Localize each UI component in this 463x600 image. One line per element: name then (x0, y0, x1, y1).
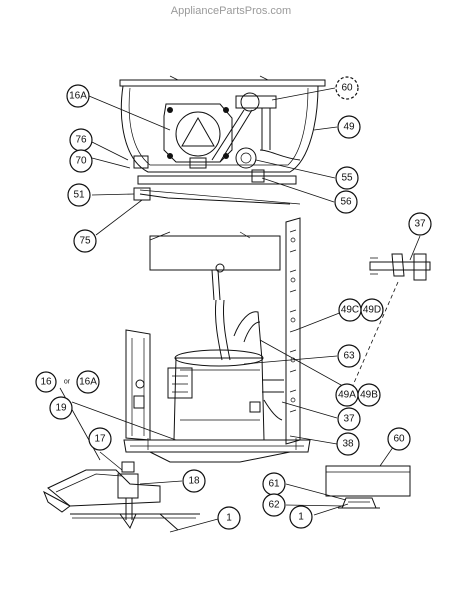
callout-16A-top: 16A (66, 84, 90, 108)
svg-text:17: 17 (94, 434, 106, 445)
callout-56: 56 (334, 190, 358, 214)
or-label: or (64, 379, 71, 386)
watermark-text: AppliancePartsPros.com (171, 5, 291, 17)
svg-text:16A: 16A (79, 377, 97, 388)
svg-text:76: 76 (75, 135, 87, 146)
callout-38: 38 (336, 432, 360, 456)
callout-61: 61 (262, 472, 286, 496)
callout-1-right: 1 (289, 505, 313, 529)
callout-16: 16 (35, 371, 57, 393)
svg-text:18: 18 (188, 476, 200, 487)
callout-37-top: 37 (408, 212, 432, 236)
callout-18: 18 (182, 469, 206, 493)
svg-text:16: 16 (40, 377, 52, 388)
callout-70: 70 (69, 149, 93, 173)
callout-63: 63 (337, 344, 361, 368)
corner-post (125, 329, 151, 441)
detail-mount-left (43, 461, 200, 531)
callout-37-mid: 37 (337, 407, 361, 431)
svg-text:1: 1 (298, 512, 304, 523)
svg-text:16A: 16A (69, 91, 87, 102)
callout-49D: 49D (360, 298, 384, 322)
callout-55: 55 (335, 166, 359, 190)
callout-62: 62 (262, 493, 286, 517)
coil-side-panel (285, 217, 301, 445)
callout-76: 76 (69, 128, 93, 152)
callout-75: 75 (73, 229, 97, 253)
svg-text:37: 37 (414, 219, 426, 230)
svg-text:1: 1 (226, 513, 232, 524)
callout-49: 49 (337, 115, 361, 139)
callout-49C: 49C (338, 298, 362, 322)
svg-text:56: 56 (340, 197, 352, 208)
callout-60-right: 60 (387, 427, 411, 451)
svg-text:60: 60 (393, 434, 405, 445)
svg-text:60: 60 (341, 83, 353, 94)
svg-text:61: 61 (268, 479, 280, 490)
svg-text:62: 62 (268, 500, 280, 511)
svg-text:49: 49 (343, 122, 355, 133)
callout-19: 19 (49, 396, 73, 420)
svg-text:38: 38 (342, 439, 354, 450)
callout-49A: 49A (335, 383, 359, 407)
svg-text:70: 70 (75, 156, 87, 167)
grille-panel (149, 231, 281, 301)
svg-text:55: 55 (341, 173, 353, 184)
callout-60-top: 60 (335, 76, 359, 100)
svg-text:63: 63 (343, 351, 355, 362)
detail-fan-right (325, 465, 411, 509)
svg-text:49A: 49A (338, 390, 356, 401)
callout-49B: 49B (357, 383, 381, 407)
callout-17: 17 (88, 427, 112, 451)
callout-16A-left: 16A (76, 370, 100, 394)
svg-text:19: 19 (55, 403, 67, 414)
svg-text:37: 37 (343, 414, 355, 425)
compressor-assembly (123, 299, 311, 463)
detail-37-top (369, 253, 431, 281)
callout-1-left: 1 (217, 506, 241, 530)
svg-text:49D: 49D (363, 305, 381, 316)
svg-text:75: 75 (79, 236, 91, 247)
svg-text:51: 51 (73, 190, 85, 201)
top-cover-assembly (119, 75, 326, 205)
svg-text:49C: 49C (341, 305, 359, 316)
callout-51: 51 (67, 183, 91, 207)
svg-text:49B: 49B (360, 390, 378, 401)
